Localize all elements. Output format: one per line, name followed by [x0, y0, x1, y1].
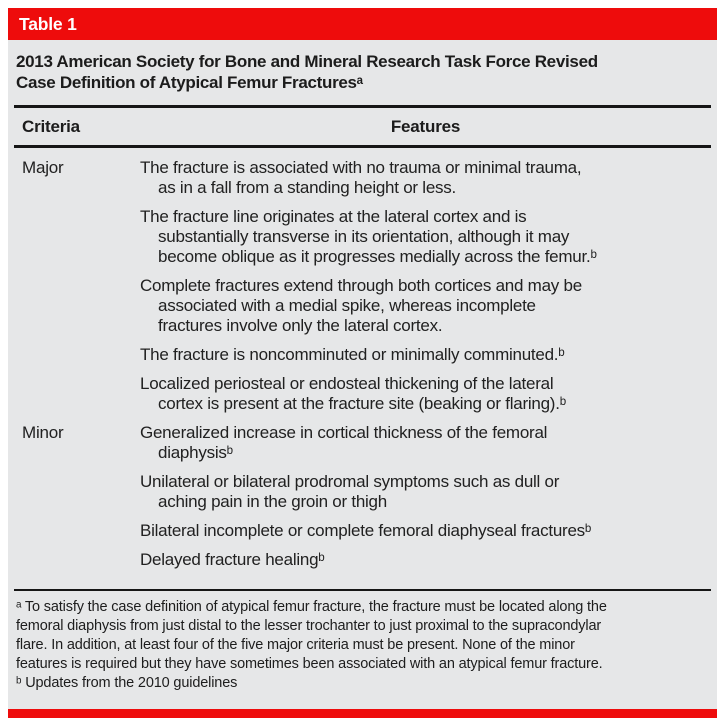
- top-rule: [14, 105, 711, 108]
- feature-item: Bilateral incomplete or complete femoral…: [140, 521, 592, 540]
- features-cell-major: The fracture is associated with no traum…: [140, 158, 711, 423]
- criteria-cell-minor: Minor: [22, 423, 64, 442]
- feature-item: Unilateral or bilateral prodromal sympto…: [140, 472, 560, 511]
- column-header-features: Features: [390, 117, 461, 136]
- feature-item: The fracture is noncomminuted or minimal…: [140, 345, 565, 364]
- feature-item: The fracture line originates at the late…: [140, 207, 597, 266]
- table-row-major: Major The fracture is associated with no…: [14, 158, 711, 423]
- footnote-a: ᵃ To satisfy the case definition of atyp…: [16, 599, 607, 672]
- footnotes: ᵃ To satisfy the case definition of atyp…: [14, 591, 711, 709]
- feature-item: Complete fractures extend through both c…: [140, 276, 582, 335]
- table-label: Table 1: [19, 13, 77, 34]
- table-rows: Major The fracture is associated with no…: [14, 148, 711, 581]
- column-header-row: Criteria Features: [14, 108, 711, 145]
- feature-item: The fracture is associated with no traum…: [140, 158, 582, 197]
- feature-item: Generalized increase in cortical thickne…: [140, 423, 548, 462]
- criteria-cell-major: Major: [22, 158, 64, 177]
- footnote-rule: [14, 589, 711, 591]
- header-rule: [14, 145, 711, 148]
- table-figure: Table 1 2013 American Society for Bone a…: [8, 8, 717, 718]
- feature-item: Localized periosteal or endosteal thicke…: [140, 374, 566, 413]
- table-row-minor: Minor Generalized increase in cortical t…: [14, 423, 711, 579]
- features-cell-minor: Generalized increase in cortical thickne…: [140, 423, 711, 579]
- footnote-b: ᵇ Updates from the 2010 guidelines: [16, 675, 238, 691]
- feature-item: Delayed fracture healingᵇ: [140, 550, 325, 569]
- table-body-panel: 2013 American Society for Bone and Miner…: [8, 40, 717, 709]
- table-label-bar: Table 1: [8, 8, 717, 40]
- column-header-criteria: Criteria: [22, 117, 80, 136]
- table-title: 2013 American Society for Bone and Miner…: [16, 52, 598, 92]
